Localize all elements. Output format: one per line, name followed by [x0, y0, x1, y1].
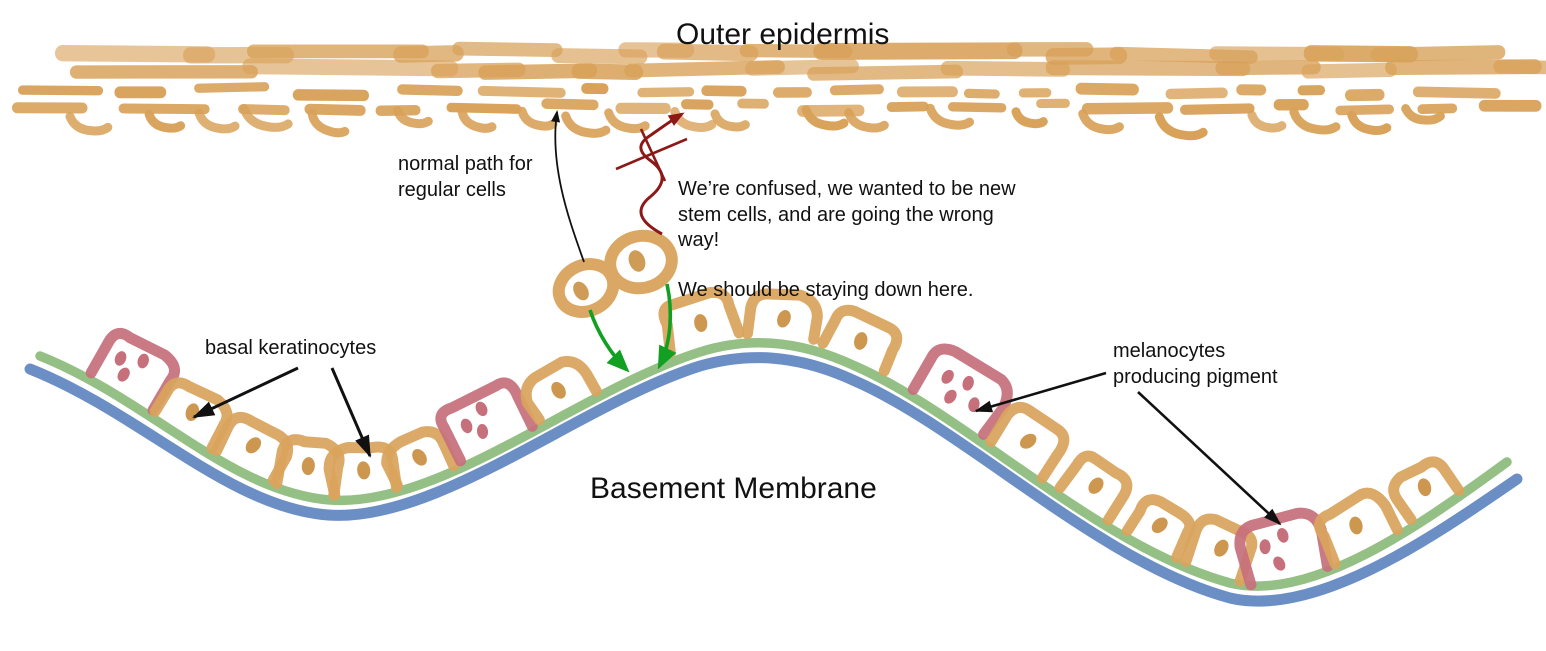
basal-cells-layer	[85, 286, 1465, 591]
keratinocyte-wall	[271, 434, 345, 501]
keratinocyte-wall	[817, 304, 903, 377]
basement-membrane-blue-line	[24, 352, 1523, 607]
melanocyte-pigment-granule	[117, 367, 130, 382]
basal-label-arrow-left	[192, 366, 299, 419]
keratinocyte-wall	[1054, 450, 1133, 526]
keratinocyte-cell	[1121, 494, 1196, 563]
keratinocyte-cell	[1388, 456, 1465, 526]
keratinocyte-nucleus	[412, 448, 427, 466]
melanocytes-label: melanocytes producing pigment	[1113, 340, 1278, 388]
confused-cells-caption: We’re confused, we wanted to be new stem…	[678, 178, 1016, 252]
keratinocyte-nucleus	[1349, 516, 1363, 535]
melanocyte-pigment-granule	[114, 351, 127, 366]
blocked-path-arrow	[639, 112, 685, 236]
keratinocyte-nucleus	[1417, 478, 1432, 497]
keratinocyte-cell	[271, 434, 345, 501]
keratinocyte-wall	[381, 426, 460, 491]
keratinocyte-nucleus	[551, 381, 566, 399]
keratinocyte-cell	[1314, 487, 1403, 570]
keratinocyte-nucleus	[854, 332, 868, 350]
x-mark-stroke-2	[639, 128, 667, 182]
outer-epidermis-drawing	[11, 41, 1546, 141]
keratinocyte-nucleus	[694, 314, 708, 332]
normal-path-label: normal path for regular cells	[398, 153, 533, 201]
melanocyte-cell	[435, 377, 538, 467]
normal-path-arrow	[551, 110, 585, 263]
melanocyte-label-arrow-right	[1137, 391, 1282, 526]
keratinocyte-nucleus	[185, 403, 200, 421]
migrating-cell-right-nucleus	[628, 250, 646, 272]
keratinocyte-wall	[741, 288, 823, 345]
keratinocyte-wall	[658, 286, 745, 359]
keratinocyte-nucleus	[1019, 433, 1037, 449]
basement-membrane-label: Basement Membrane	[590, 472, 877, 505]
melanocyte-pigment-granule	[460, 418, 473, 434]
keratinocyte-nucleus	[245, 437, 262, 454]
keratinocyte-cell	[1054, 450, 1133, 526]
melanocyte-pigment-granule	[137, 353, 149, 369]
melanocyte-pigment-granule	[1273, 556, 1286, 571]
melanocyte-wall	[907, 343, 1013, 440]
keratinocyte-cell	[658, 286, 745, 359]
melanocyte-wall	[85, 327, 181, 416]
staying-down-caption: We should be staying down here.	[678, 279, 974, 301]
keratinocyte-cell	[985, 401, 1070, 484]
melanocyte-pigment-granule	[944, 389, 957, 404]
keratinocyte-wall	[1388, 456, 1465, 526]
melanocyte-pigment-granule	[941, 369, 954, 384]
return-arrow-left	[588, 309, 630, 373]
keratinocyte-nucleus	[1088, 477, 1104, 494]
keratinocyte-cell	[1180, 513, 1258, 587]
return-arrow-right	[657, 283, 677, 370]
migrating-cell-right	[604, 229, 678, 295]
melanocyte-pigment-granule	[475, 401, 488, 417]
basement-membrane-green-line	[35, 338, 1512, 591]
melanocyte-pigment-granule	[1277, 528, 1289, 543]
keratinocyte-cell	[520, 356, 602, 426]
basal-keratinocytes-label: basal keratinocytes	[205, 337, 377, 359]
diagram-title: Outer epidermis	[676, 18, 890, 51]
basal-label-arrow-right	[330, 367, 372, 458]
keratinocyte-wall	[520, 356, 602, 426]
keratinocyte-nucleus	[777, 310, 791, 328]
keratinocyte-wall	[1314, 487, 1403, 570]
keratinocyte-nucleus	[1151, 517, 1168, 534]
keratinocyte-nucleus	[301, 457, 315, 476]
melanocyte-pigment-granule	[962, 375, 974, 391]
keratinocyte-cell	[381, 426, 460, 491]
keratinocyte-wall	[1180, 513, 1258, 587]
melanocyte-label-arrow-left	[974, 371, 1107, 413]
keratinocyte-nucleus	[357, 461, 371, 480]
melanocyte-pigment-granule	[1259, 539, 1271, 555]
keratinocyte-nucleus	[1214, 539, 1229, 557]
migrating-cell-left-nucleus	[573, 281, 589, 301]
melanocyte-cell	[85, 327, 181, 416]
keratinocyte-cell	[817, 304, 903, 377]
keratinocyte-wall	[1121, 494, 1196, 563]
melanocyte-pigment-granule	[476, 423, 489, 439]
keratinocyte-wall	[985, 401, 1070, 484]
keratinocyte-cell	[741, 288, 823, 345]
melanocyte-wall	[435, 377, 538, 467]
migrating-cells	[552, 229, 678, 318]
